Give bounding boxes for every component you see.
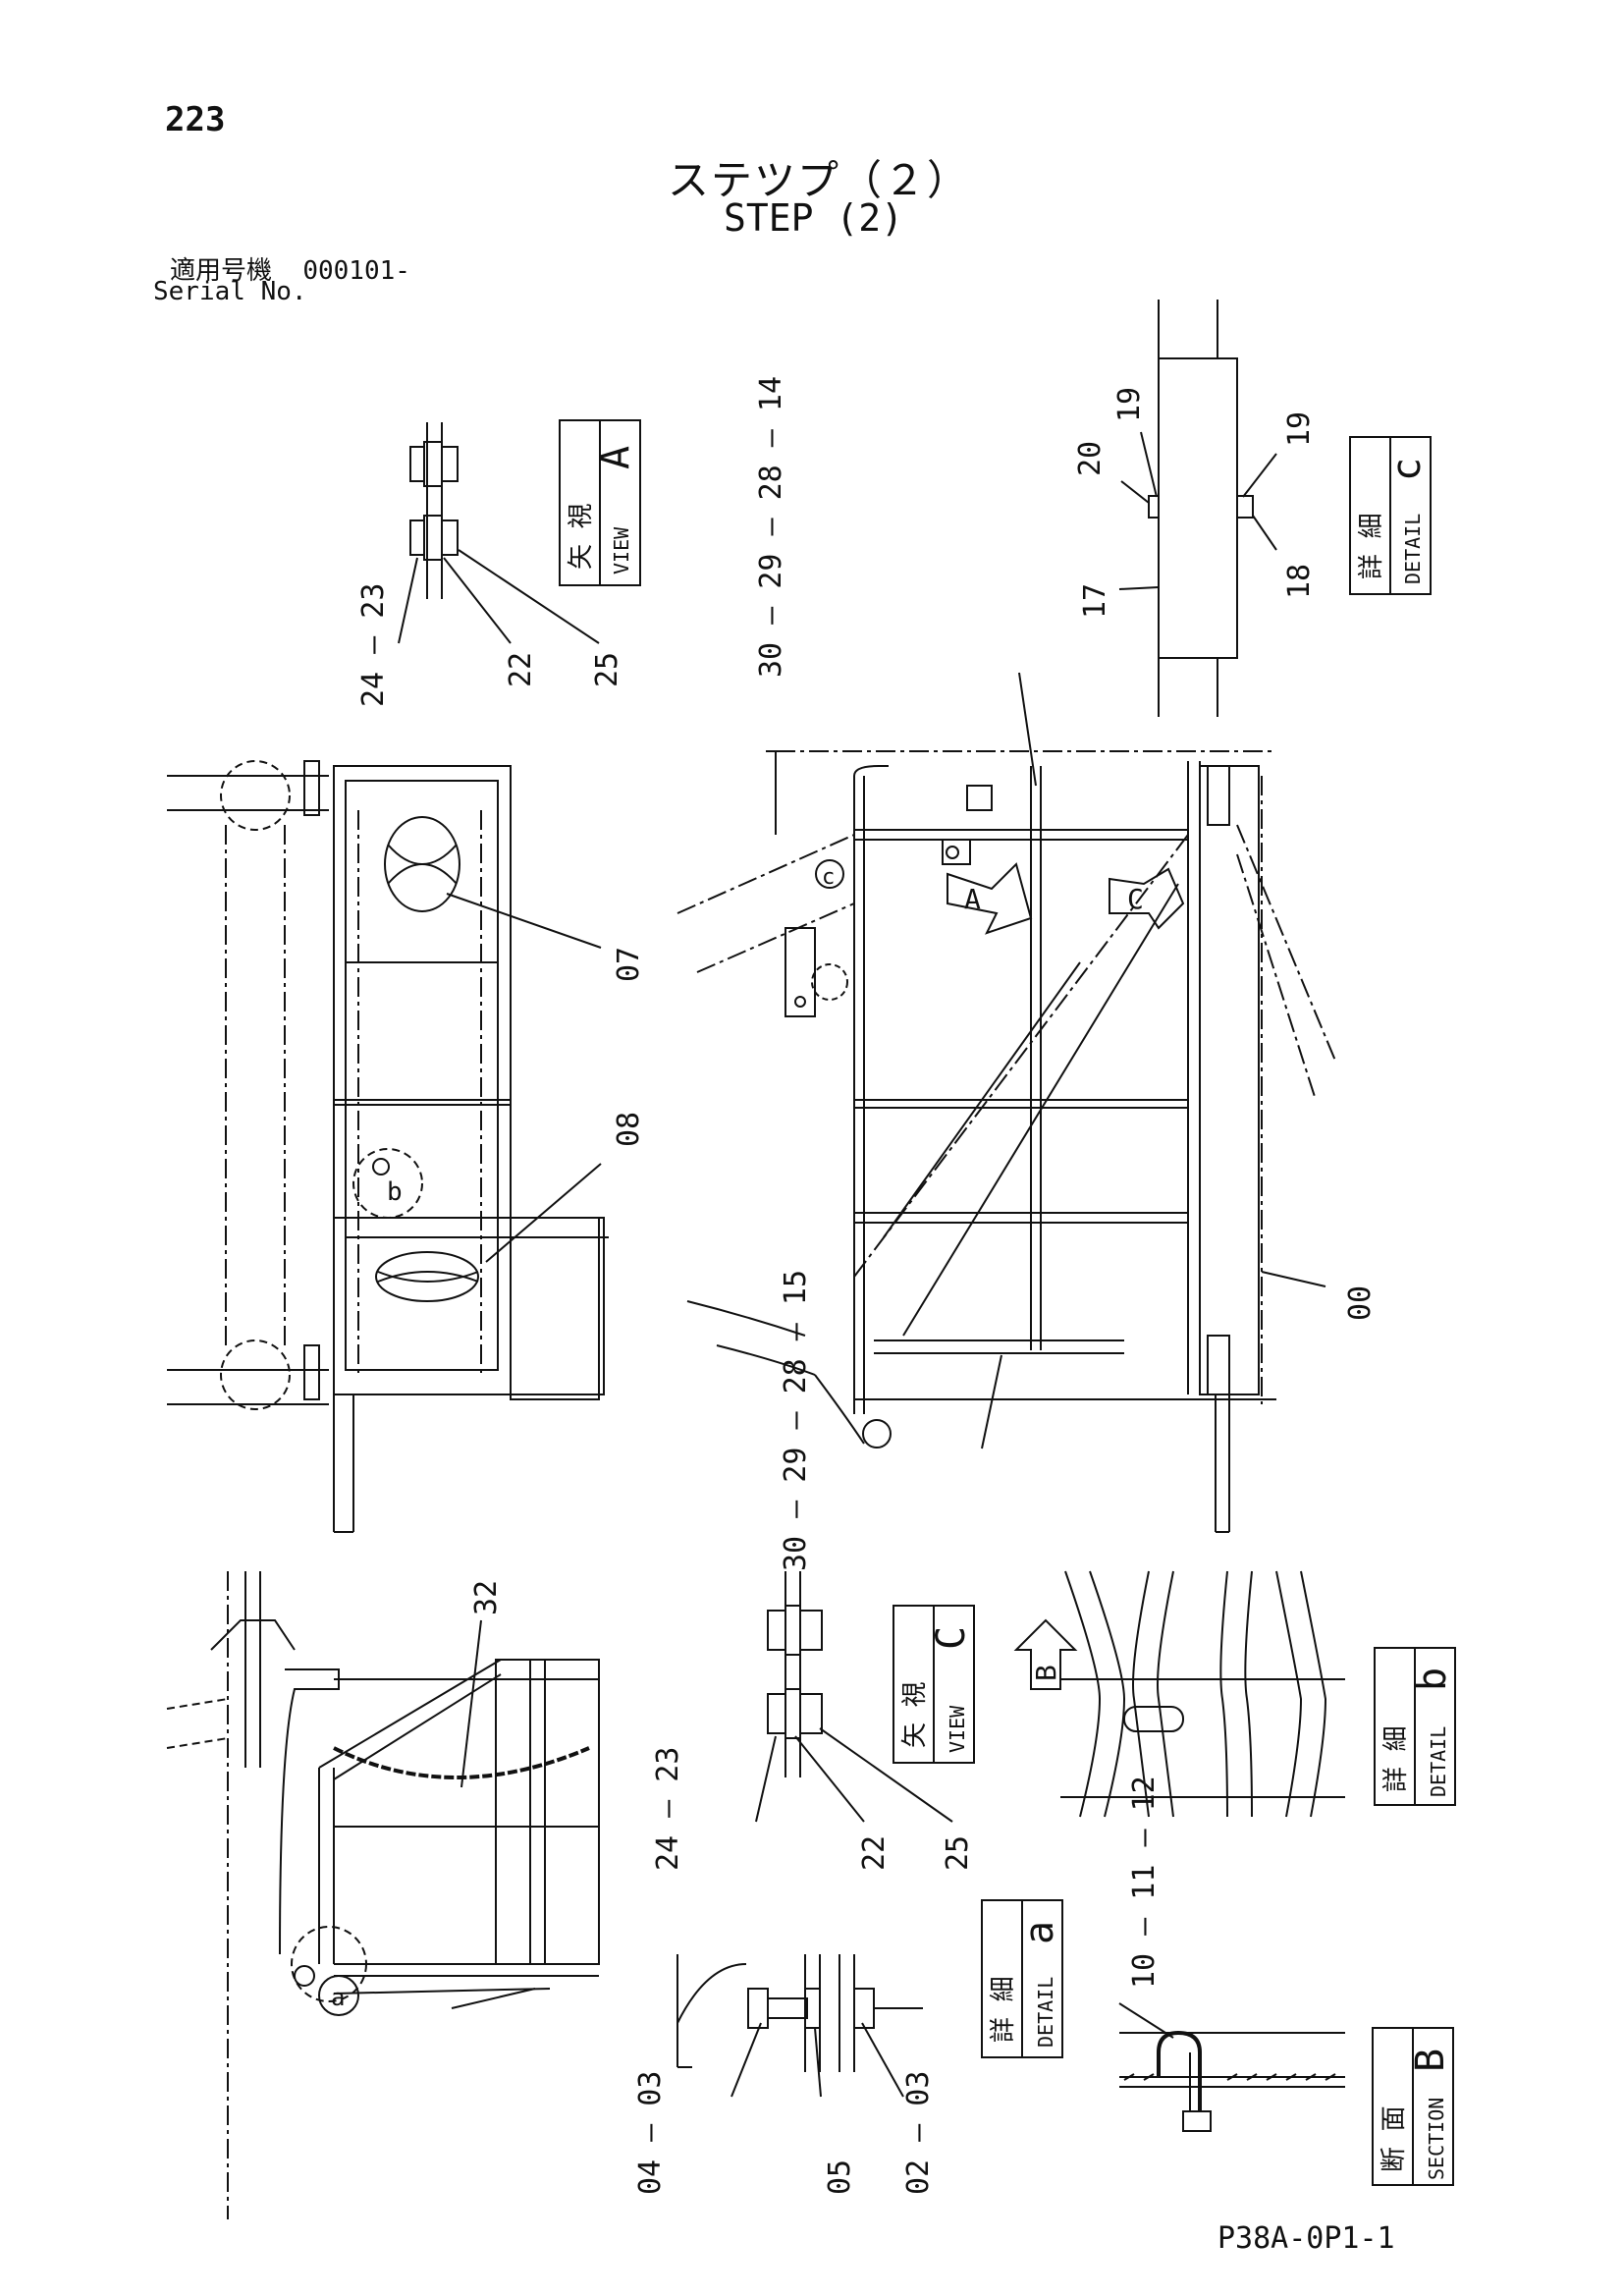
part-label-24-23-view-c: 24 – 23	[651, 1747, 685, 1871]
part-label-17-detail-c: 17	[1078, 583, 1112, 619]
plan-view-step	[167, 760, 609, 1533]
part-label-24-23-view-a: 24 – 23	[356, 583, 391, 707]
leader-23	[398, 557, 418, 644]
serial-label-japanese: 適用号機 000101-	[170, 250, 410, 287]
view-c-label-en: VIEW	[946, 1705, 969, 1753]
part-label-22-view-c: 22	[857, 1835, 892, 1871]
serial-value: 000101-	[302, 256, 410, 286]
view-a-bolt-detail	[398, 422, 600, 644]
part-label-25-view-a: 25	[590, 652, 624, 687]
detail-a-label-box	[981, 1899, 1063, 2058]
main-step-frame	[676, 672, 1336, 1533]
section-b-drawing	[1118, 2002, 1345, 2132]
detail-b-label-letter: b	[1410, 1667, 1455, 1691]
leader-32	[460, 1619, 482, 1788]
part-label-19-detail-c: 19	[1112, 387, 1147, 422]
detail-b-label-en: DETAIL	[1427, 1726, 1450, 1797]
drawing-code: P38A-0P1-1	[1217, 2221, 1395, 2256]
part-label-22-view-a: 22	[504, 652, 538, 687]
section-b-label-box	[1372, 2027, 1454, 2186]
view-a-label-letter: A	[593, 446, 638, 469]
arrow-c-marker	[1109, 867, 1185, 930]
detail-a-label-letter: a	[1017, 1921, 1062, 1944]
serial-label-jp-text: 適用号機	[170, 256, 273, 286]
part-label-18-detail-c: 18	[1282, 564, 1317, 599]
detail-c-label-jp: 詳 細	[1357, 513, 1386, 579]
page-number: 223	[165, 100, 226, 139]
part-label-30-29-28-15: 30 – 29 – 28 – 15	[779, 1270, 813, 1571]
part-label-30-29-28-14: 30 – 29 – 28 – 14	[754, 376, 788, 678]
part-label-05: 05	[823, 2159, 857, 2195]
detail-c-label-letter: c	[1384, 458, 1430, 481]
leader-07	[446, 893, 602, 949]
view-a-label-en: VIEW	[610, 526, 633, 574]
detail-a-drawing	[676, 1954, 923, 2098]
page-title-japanese: ステツプ（２）	[668, 156, 971, 204]
view-c-bolt-detail	[755, 1571, 953, 1823]
arrow-a-marker	[947, 862, 1033, 935]
arrow-b-marker	[1013, 1618, 1078, 1690]
leader-00	[1261, 1271, 1326, 1287]
detail-b-label-jp: 詳 細	[1381, 1725, 1411, 1792]
arrow-b-letter: B	[1030, 1665, 1062, 1681]
detail-a-label-en: DETAIL	[1034, 1977, 1057, 2048]
detail-marker-c: c	[822, 865, 835, 890]
part-label-20-detail-c: 20	[1073, 441, 1108, 476]
leader-15	[981, 1354, 1002, 1449]
view-c-label-box	[893, 1605, 975, 1764]
leader-25	[458, 549, 600, 644]
detail-c-label-box	[1349, 436, 1432, 595]
detail-marker-a: a	[331, 1984, 345, 2011]
part-label-08: 08	[612, 1112, 646, 1147]
detail-a-label-jp: 詳 細	[989, 1976, 1018, 2043]
view-a-label-box	[559, 419, 641, 586]
view-a-label-jp: 矢 視	[567, 503, 596, 570]
leader-08	[485, 1163, 602, 1263]
part-label-04-03: 04 – 03	[633, 2071, 668, 2195]
section-b-label-letter: B	[1408, 2049, 1453, 2072]
view-c-label-letter: C	[929, 1626, 974, 1650]
part-label-10-11-12: 10 – 11 – 12	[1127, 1776, 1162, 1989]
part-label-02-03: 02 – 03	[901, 2071, 936, 2195]
view-c-label-jp: 矢 視	[900, 1681, 930, 1748]
part-label-32: 32	[469, 1580, 504, 1615]
part-label-07: 07	[612, 947, 646, 982]
arrow-a-letter: A	[964, 883, 981, 915]
detail-c-label-en: DETAIL	[1401, 514, 1425, 584]
part-label-19-right-detail-c: 19	[1282, 411, 1317, 447]
part-label-25-view-c: 25	[941, 1835, 975, 1871]
detail-c-drawing	[1118, 300, 1277, 717]
page-title-english: STEP (2)	[724, 196, 904, 240]
leader-14	[1018, 672, 1037, 787]
detail-marker-b: b	[387, 1177, 403, 1207]
detail-b-drawing	[1060, 1570, 1345, 1818]
serial-label-english: Serial No.	[153, 277, 307, 306]
part-label-00: 00	[1343, 1285, 1378, 1321]
detail-b-label-box	[1374, 1647, 1456, 1806]
section-b-label-jp: 断 面	[1380, 2105, 1409, 2172]
side-elevation-step	[166, 1571, 600, 2219]
leader-22	[443, 557, 512, 644]
arrow-c-letter: C	[1127, 883, 1144, 915]
section-b-label-en: SECTION	[1425, 2098, 1448, 2180]
